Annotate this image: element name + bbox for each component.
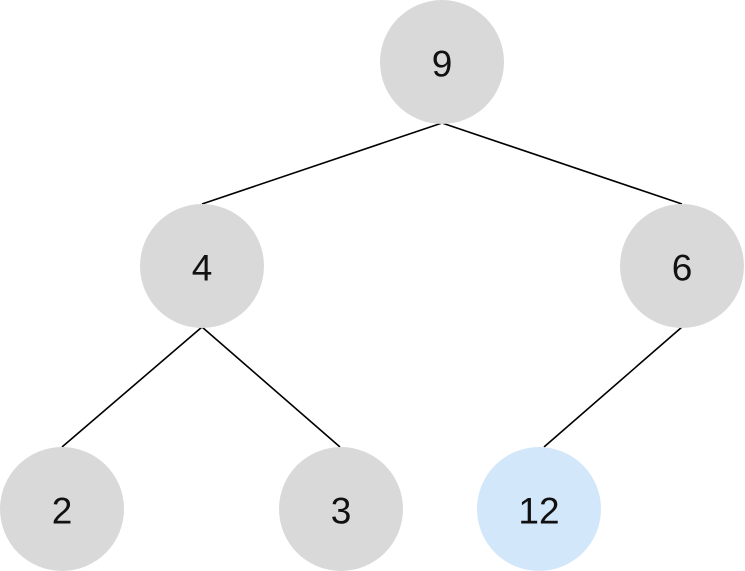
node-label: 3 (331, 491, 352, 532)
node-circle (380, 0, 504, 124)
tree-node-9: 9 (380, 0, 504, 124)
node-circle (140, 204, 264, 328)
edge-6-12 (543, 326, 683, 448)
edge-4-2 (61, 326, 203, 448)
node-circle (620, 204, 744, 328)
node-label: 6 (672, 248, 693, 289)
edge-9-4 (201, 122, 443, 205)
edge-9-6 (441, 122, 683, 205)
node-label: 4 (192, 248, 213, 289)
node-circle (279, 447, 403, 571)
node-label: 2 (52, 491, 73, 532)
tree-node-12: 12 (477, 447, 601, 571)
tree-node-4: 4 (140, 204, 264, 328)
node-circle (477, 447, 601, 571)
node-circle (0, 447, 124, 571)
tree-node-6: 6 (620, 204, 744, 328)
tree-node-2: 2 (0, 447, 124, 571)
node-label: 12 (518, 491, 559, 532)
tree-node-3: 3 (279, 447, 403, 571)
node-label: 9 (432, 44, 453, 85)
edge-4-3 (201, 326, 341, 448)
